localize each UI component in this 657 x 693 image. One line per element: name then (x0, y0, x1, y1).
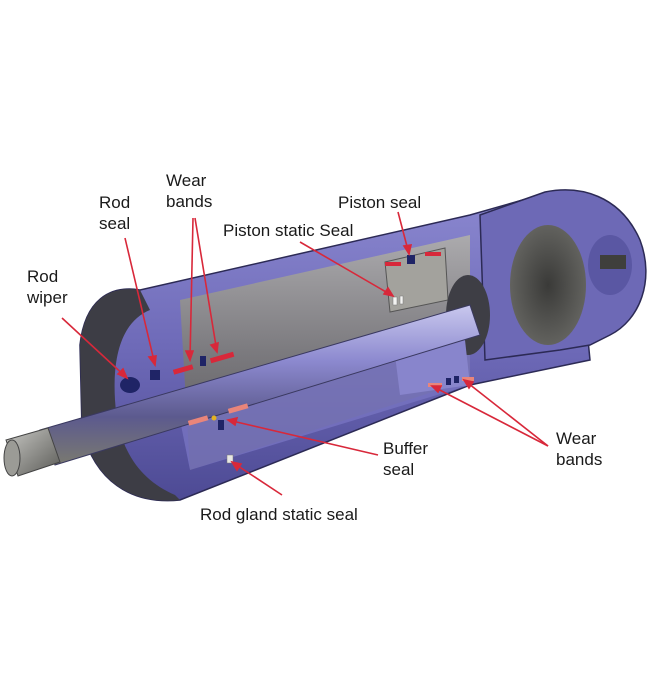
piston-static-seal (399, 295, 404, 305)
piston-seal (407, 255, 415, 264)
wear-band (172, 364, 194, 375)
leader-wear-band-1 (189, 217, 194, 361)
arrowhead (382, 286, 395, 298)
leader-wear-band-3 (431, 385, 549, 447)
leader-rod-gland-static-seal (231, 461, 283, 496)
rear-clevis (479, 189, 647, 361)
arrowhead (430, 385, 443, 394)
label-buffer-seal: Buffer seal (383, 439, 429, 479)
wear-band (187, 415, 209, 426)
leader-wear-band-4 (463, 379, 549, 447)
arrowhead (116, 367, 129, 380)
piston-rod (3, 304, 481, 477)
arrowhead (184, 350, 195, 363)
seals (120, 252, 474, 464)
label-piston-seal: Piston seal (338, 193, 422, 212)
rod-wiper-seal (120, 377, 140, 393)
rod-gland-static-seal (226, 454, 234, 464)
seal-element (446, 378, 451, 385)
label-rod-gland-static-seal: Rod gland static seal (200, 505, 358, 524)
wear-band (385, 262, 401, 266)
wear-band (209, 351, 235, 364)
label-rod-seal: Rod seal (99, 193, 131, 233)
arrowhead (230, 460, 243, 472)
arrowhead (147, 355, 157, 368)
wear-band (425, 252, 441, 256)
seal-element (454, 376, 459, 383)
leader-rod-seal (124, 237, 156, 366)
arrowhead (402, 244, 413, 257)
seal-element (200, 356, 206, 366)
arrowhead (462, 378, 475, 390)
leader-lines (61, 211, 549, 496)
label-piston-static-seal: Piston static Seal (223, 221, 354, 240)
wear-band (227, 403, 249, 414)
buffer-seal (218, 420, 224, 430)
leader-rod-wiper (61, 317, 128, 379)
wear-band (462, 377, 474, 381)
wear-band (428, 383, 442, 387)
piston-static-seal (392, 296, 398, 306)
rod-seal (150, 370, 160, 380)
label-wear-bands-top: Wear bands (166, 171, 213, 211)
label-wear-bands-bottom: Wear bands (556, 429, 603, 469)
leader-wear-band-2 (194, 217, 218, 353)
leader-piston-static-seal (299, 241, 394, 297)
label-rod-wiper: Rod wiper (27, 267, 68, 307)
leader-buffer-seal (227, 419, 379, 456)
arrowhead (209, 341, 219, 354)
arrowhead (226, 416, 239, 427)
o-ring (211, 415, 217, 421)
